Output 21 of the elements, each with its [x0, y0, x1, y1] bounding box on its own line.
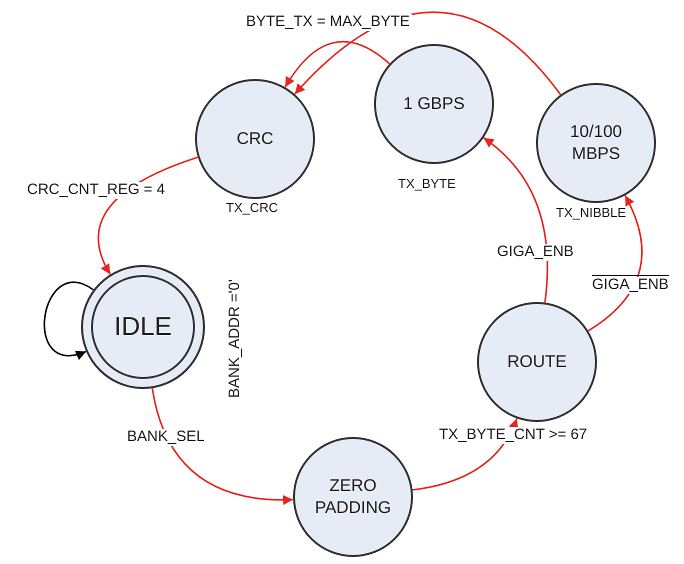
transition-arrow — [588, 195, 643, 332]
transition-arrow — [152, 388, 294, 505]
transition-condition: GIGA_ENB — [495, 244, 576, 260]
state-output-label: TX_BYTE — [398, 176, 456, 191]
state-output-label: TX_CRC — [226, 200, 278, 215]
state-name: CRC — [236, 128, 274, 150]
transition-condition: GIGA_ENB — [590, 277, 671, 294]
transition-condition: BANK_SEL — [125, 429, 207, 446]
state-output-label: TX_NIBBLE — [556, 205, 626, 220]
state-name: 10/100 MBPS — [569, 120, 623, 165]
transition-condition: CRC_CNT_REG = 4 — [25, 182, 167, 198]
state-name: 1 GBPS — [403, 92, 465, 115]
transition-arrow — [483, 137, 548, 303]
transition-condition: BYTE_TX = MAX_BYTE — [244, 14, 412, 30]
self-loop-arrow — [44, 282, 94, 359]
transition-arrow — [284, 40, 390, 88]
condition-label: BANK_ADDR ='0' — [226, 279, 243, 398]
state-name: ZERO PADDING — [314, 474, 392, 519]
state-name: ROUTE — [507, 350, 567, 373]
state-name: IDLE — [114, 310, 172, 344]
transition-condition: TX_BYTE_CNT >= 67 — [437, 427, 590, 444]
